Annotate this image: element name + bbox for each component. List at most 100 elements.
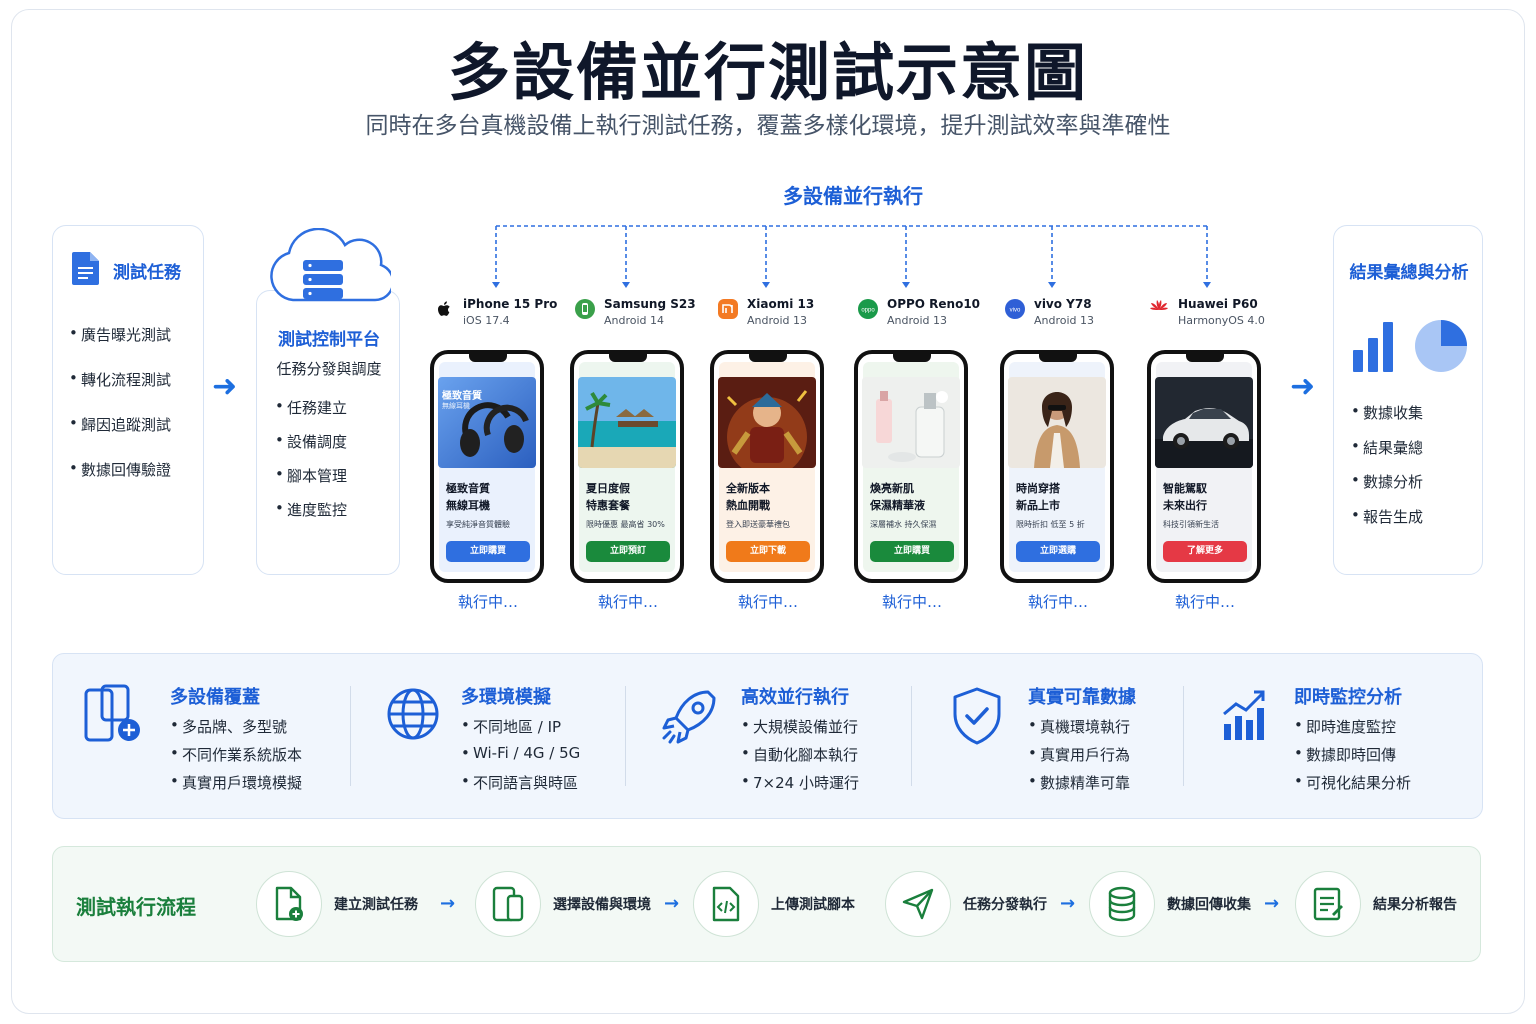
chart-pie-icon	[1351, 316, 1471, 380]
divider	[625, 686, 626, 786]
phone-notch	[893, 354, 931, 362]
ad-cta-button[interactable]: 立即下載	[726, 541, 810, 562]
svg-text:oppo: oppo	[861, 308, 875, 314]
control-platform-card: 測試控制平台 任務分發與調度 任務建立 設備調度 腳本管理 進度監控	[256, 290, 400, 575]
device-plus-icon	[82, 684, 146, 752]
ad-title-line-1: 時尚穿搭	[1016, 482, 1060, 495]
result-item: 數據分析	[1351, 471, 1423, 506]
task-item: 數據回傳驗證	[69, 459, 171, 504]
feature-item: 不同作業系統版本	[170, 744, 302, 772]
test-task-title: 測試任務	[113, 262, 181, 283]
feature-title: 即時監控分析	[1294, 687, 1402, 708]
device-os: iOS 17.4	[463, 314, 510, 327]
ad-image	[578, 377, 676, 468]
ad-cta-button[interactable]: 立即選購	[1016, 541, 1100, 562]
ad-description: 限時折扣 低至 5 折	[1016, 520, 1085, 529]
device-name: Samsung S23	[604, 297, 696, 311]
shield-check-icon	[951, 684, 1003, 752]
feature-item: 真實用戶行為	[1028, 744, 1130, 772]
flow-title: 測試執行流程	[76, 895, 196, 919]
brand-logo-icon	[717, 298, 739, 320]
feature-parallel: 高效並行執行 大規模設備並行 自動化腳本執行 7×24 小時運行	[628, 654, 908, 820]
bar-trend-icon	[1220, 684, 1268, 748]
flow-step-label: 上傳測試腳本	[771, 897, 855, 913]
arrow-right-icon: →	[440, 893, 456, 914]
execution-flow-panel: 測試執行流程 建立測試任務 → 選擇設備與環境 → 上傳測試腳本 任務分發執行 …	[52, 846, 1481, 962]
device-name: Huawei P60	[1178, 297, 1258, 311]
feature-item: 數據精準可靠	[1028, 772, 1130, 800]
feature-item: 大規模設備並行	[741, 716, 859, 744]
device-phone: 時尚穿搭新品上市限時折扣 低至 5 折立即選購	[1000, 350, 1114, 583]
document-icon	[71, 250, 101, 290]
control-item: 任務建立	[275, 397, 347, 431]
device-status: 執行中…	[881, 593, 942, 611]
page-title: 多設備並行測試示意圖	[447, 36, 1088, 109]
arrow-right-icon: ➜	[212, 369, 238, 404]
ad-title-line-2: 熱血開戰	[726, 499, 770, 512]
feature-item: 數據即時回傳	[1294, 744, 1411, 772]
device-status: 執行中…	[457, 593, 518, 611]
brand-logo-icon	[1148, 298, 1170, 320]
brand-logo-icon: oppo	[857, 298, 879, 320]
phone-notch	[609, 354, 647, 362]
feature-monitoring: 即時監控分析 即時進度監控 數據即時回傳 可視化結果分析	[1186, 654, 1476, 820]
arrow-right-icon: →	[664, 893, 680, 914]
ad-title-line-1: 夏日度假	[586, 482, 630, 495]
phone-notch	[1186, 354, 1224, 362]
ad-description: 科技引領新生活	[1163, 520, 1219, 529]
phone-notch	[1039, 354, 1077, 362]
feature-item: 自動化腳本執行	[741, 744, 859, 772]
result-item: 結果彙總	[1351, 437, 1423, 472]
flow-step-label: 建立測試任務	[334, 897, 418, 913]
device-phone: 智能駕馭未來出行科技引領新生活了解更多	[1147, 350, 1261, 583]
flow-step-collect-data: 數據回傳收集	[1089, 869, 1251, 939]
device-phone: 夏日度假特惠套餐限時優惠 最高省 30%立即預訂	[570, 350, 684, 583]
rocket-icon	[660, 684, 720, 752]
device-name: iPhone 15 Pro	[463, 297, 558, 311]
feature-reliable-data: 真實可靠數據 真機環境執行 真實用戶行為 數據精準可靠	[913, 654, 1183, 820]
feature-item: 真機環境執行	[1028, 716, 1130, 744]
ad-title-line-1: 煥亮新肌	[870, 482, 914, 495]
feature-title: 多設備覆蓋	[170, 687, 260, 708]
device-header: iPhone 15 Pro iOS 17.4	[433, 297, 557, 327]
task-item: 轉化流程測試	[69, 369, 171, 414]
control-item: 進度監控	[275, 499, 347, 533]
ad-image	[1155, 377, 1253, 468]
result-analysis-title: 結果彙總與分析	[1349, 263, 1469, 283]
device-status: 執行中…	[597, 593, 658, 611]
ad-cta-button[interactable]: 立即預訂	[586, 541, 670, 562]
ad-title-line-2: 保濕精華液	[870, 499, 925, 512]
device-phone: 全新版本熱血開戰登入即送豪華禮包立即下載	[710, 350, 824, 583]
feature-item: 7×24 小時運行	[741, 772, 859, 800]
ad-description: 享受純淨音質體驗	[446, 520, 510, 529]
feature-device-coverage: 多設備覆蓋 多品牌、多型號 不同作業系統版本 真實用戶環境模擬	[53, 654, 353, 820]
ad-description: 限時優惠 最高省 30%	[586, 520, 665, 529]
ad-title-line-1: 極致音質	[446, 482, 490, 495]
ad-image	[438, 377, 536, 468]
device-status: 執行中…	[1027, 593, 1088, 611]
globe-icon	[385, 684, 441, 748]
device-name: vivo Y78	[1034, 297, 1092, 311]
feature-item: 真實用戶環境模擬	[170, 772, 302, 800]
feature-title: 高效並行執行	[741, 687, 849, 708]
control-platform-title: 測試控制平台	[278, 330, 380, 350]
report-icon	[1295, 871, 1361, 937]
ad-cta-button[interactable]: 立即購買	[870, 541, 954, 562]
brand-logo-icon	[433, 298, 455, 320]
features-panel: 多設備覆蓋 多品牌、多型號 不同作業系統版本 真實用戶環境模擬 多環境模擬 不同…	[52, 653, 1483, 819]
ad-title-line-1: 全新版本	[726, 482, 770, 495]
page-frame	[11, 9, 1525, 1014]
ad-cta-button[interactable]: 立即購買	[446, 541, 530, 562]
feature-item: 即時進度監控	[1294, 716, 1411, 744]
feature-title: 真實可靠數據	[1028, 687, 1136, 708]
arrow-right-icon: →	[1264, 893, 1280, 914]
ad-cta-button[interactable]: 了解更多	[1163, 541, 1247, 562]
ad-title-line-2: 無線耳機	[446, 499, 490, 512]
control-platform-subtitle: 任務分發與調度	[276, 360, 382, 378]
divider	[1183, 686, 1184, 786]
flow-step-report: 結果分析報告	[1295, 869, 1457, 939]
device-name: OPPO Reno10	[887, 297, 981, 311]
divider	[350, 686, 351, 786]
